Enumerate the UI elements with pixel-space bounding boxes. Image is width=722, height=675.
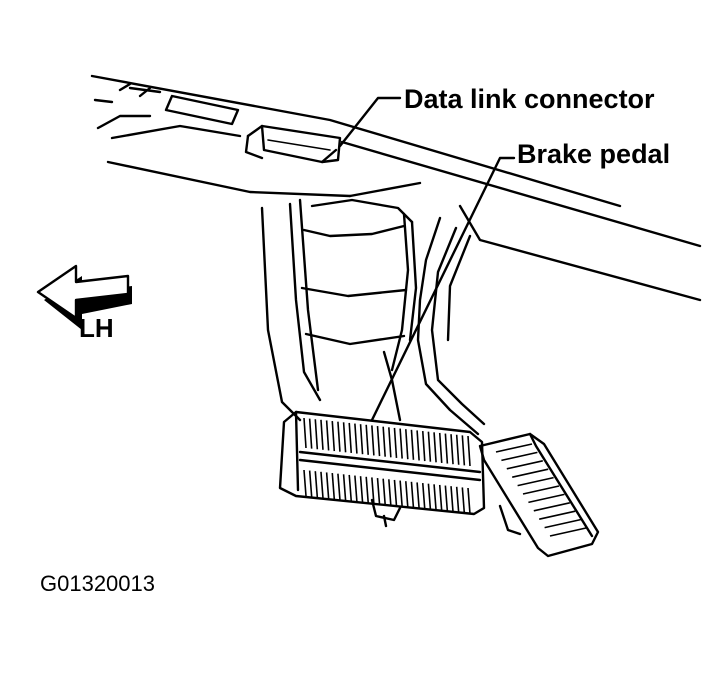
brake-pedal-label: Brake pedal xyxy=(517,139,671,169)
accelerator-pedal-ribs xyxy=(495,443,587,537)
data-link-connector-label: Data link connector xyxy=(404,84,655,114)
brake-pedal-leader xyxy=(370,156,516,422)
pedal-bracket xyxy=(260,198,486,436)
data-link-connector-leader xyxy=(338,96,402,148)
figure-id: G01320013 xyxy=(40,571,155,596)
accelerator-pedal xyxy=(478,432,600,558)
dashboard-panel xyxy=(90,74,702,302)
data-link-connector xyxy=(244,124,342,164)
direction-label: LH xyxy=(79,313,114,343)
left-arrow-icon xyxy=(36,264,132,330)
brake-pedal-pad xyxy=(278,410,486,528)
brake-pedal-ribs xyxy=(303,417,471,515)
